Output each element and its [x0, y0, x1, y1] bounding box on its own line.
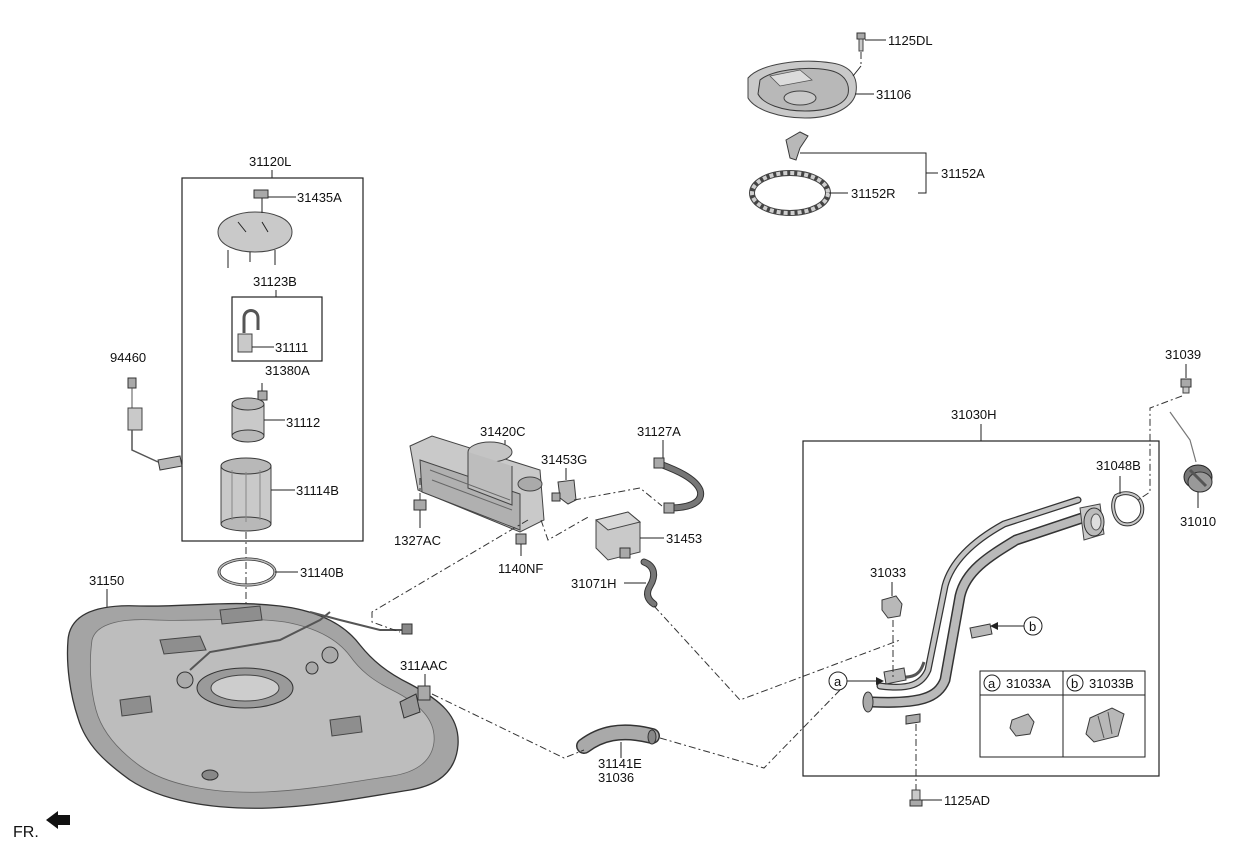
label-31380a: 31380A — [265, 363, 310, 378]
canister-31420c-drawing — [409, 435, 545, 533]
pump-flange-drawing — [217, 189, 293, 268]
label-31120l: 31120L — [249, 154, 291, 169]
valve-31453-drawing — [594, 511, 642, 561]
hose-31127a-drawing — [653, 457, 705, 514]
callout-b-label: b — [1029, 619, 1036, 634]
legend-b-marker: b — [1071, 676, 1078, 691]
label-31420c: 31420C — [480, 424, 526, 439]
gasket-31140b-drawing — [217, 557, 277, 587]
clip-31033-drawing — [881, 595, 903, 619]
sender-subbox — [231, 296, 323, 362]
label-31071h: 31071H — [571, 576, 617, 591]
reservoir-31114b-drawing — [220, 457, 272, 532]
label-1140nf: 1140NF — [498, 561, 543, 576]
clip-311aac-drawing — [417, 685, 431, 701]
filler-neck-31030h-drawing — [862, 496, 1105, 725]
legend-31033b: 31033B — [1089, 676, 1134, 691]
nut-1327ac-drawing — [413, 499, 427, 511]
cover-plate-assembly — [747, 32, 938, 216]
front-arrow-icon — [46, 811, 70, 829]
label-31127a: 31127A — [637, 424, 681, 439]
clip-31033b-drawing — [1085, 707, 1125, 743]
label-31036: 31036 — [598, 770, 634, 785]
bolt-1140nf-drawing — [515, 533, 527, 545]
connector-31453g-drawing — [551, 479, 577, 505]
label-31030h: 31030H — [951, 407, 997, 422]
cover-plate-31106-drawing — [747, 60, 857, 119]
label-31435a: 31435A — [297, 190, 342, 205]
gasket-31048b-drawing — [1111, 491, 1145, 527]
bolt-1125ad-drawing — [909, 789, 923, 807]
front-direction-indicator: FR. — [13, 811, 70, 841]
clip-31033a-drawing — [1009, 713, 1035, 737]
bolt-1125dl-drawing — [856, 32, 866, 52]
level-sender-94460-drawing — [127, 377, 183, 471]
label-31152a: 31152A — [941, 166, 985, 181]
label-31453: 31453 — [666, 531, 702, 546]
label-31114b: 31114B — [296, 483, 339, 498]
label-94460: 94460 — [110, 350, 146, 365]
label-31152r: 31152R — [851, 186, 896, 201]
label-1125ad: 1125AD — [944, 793, 990, 808]
label-31106: 31106 — [876, 87, 911, 102]
label-31453g: 31453G — [541, 452, 587, 467]
hose-31141e-drawing — [576, 724, 660, 754]
label-31048b: 31048B — [1096, 458, 1141, 473]
label-1327ac: 1327AC — [394, 533, 441, 548]
front-label: FR. — [13, 824, 39, 841]
label-31141e: 31141E — [598, 756, 642, 771]
label-31150: 31150 — [89, 573, 124, 588]
clip-legend-table: a 31033A b 31033B — [979, 670, 1146, 758]
label-31112: 31112 — [286, 415, 320, 430]
label-31140b: 31140B — [300, 565, 344, 580]
gasket-connector-drawing — [785, 131, 809, 161]
legend-31033a: 31033A — [1006, 676, 1051, 691]
label-1125dl: 1125DL — [888, 33, 933, 48]
lock-ring-31152r-drawing — [749, 170, 831, 216]
pump-module-box — [181, 177, 364, 542]
label-31010: 31010 — [1180, 514, 1216, 529]
label-31123b: 31123B — [253, 274, 297, 289]
pump-31112-drawing — [231, 397, 265, 443]
label-31033: 31033 — [870, 565, 906, 580]
callout-a-label: a — [834, 674, 842, 689]
label-311aac: 311AAC — [400, 658, 447, 673]
filler-neck-box — [802, 440, 1160, 777]
fuel-tank-31150-drawing — [66, 602, 459, 809]
sender-31111-drawing — [237, 309, 260, 353]
fuel-cap-31010-drawing — [1183, 464, 1213, 493]
label-31039: 31039 — [1165, 347, 1201, 362]
label-31111: 31111 — [275, 340, 308, 355]
bolt-31039-drawing — [1180, 378, 1192, 394]
hose-31071h-drawing — [640, 558, 658, 608]
legend-a-marker: a — [988, 676, 996, 691]
